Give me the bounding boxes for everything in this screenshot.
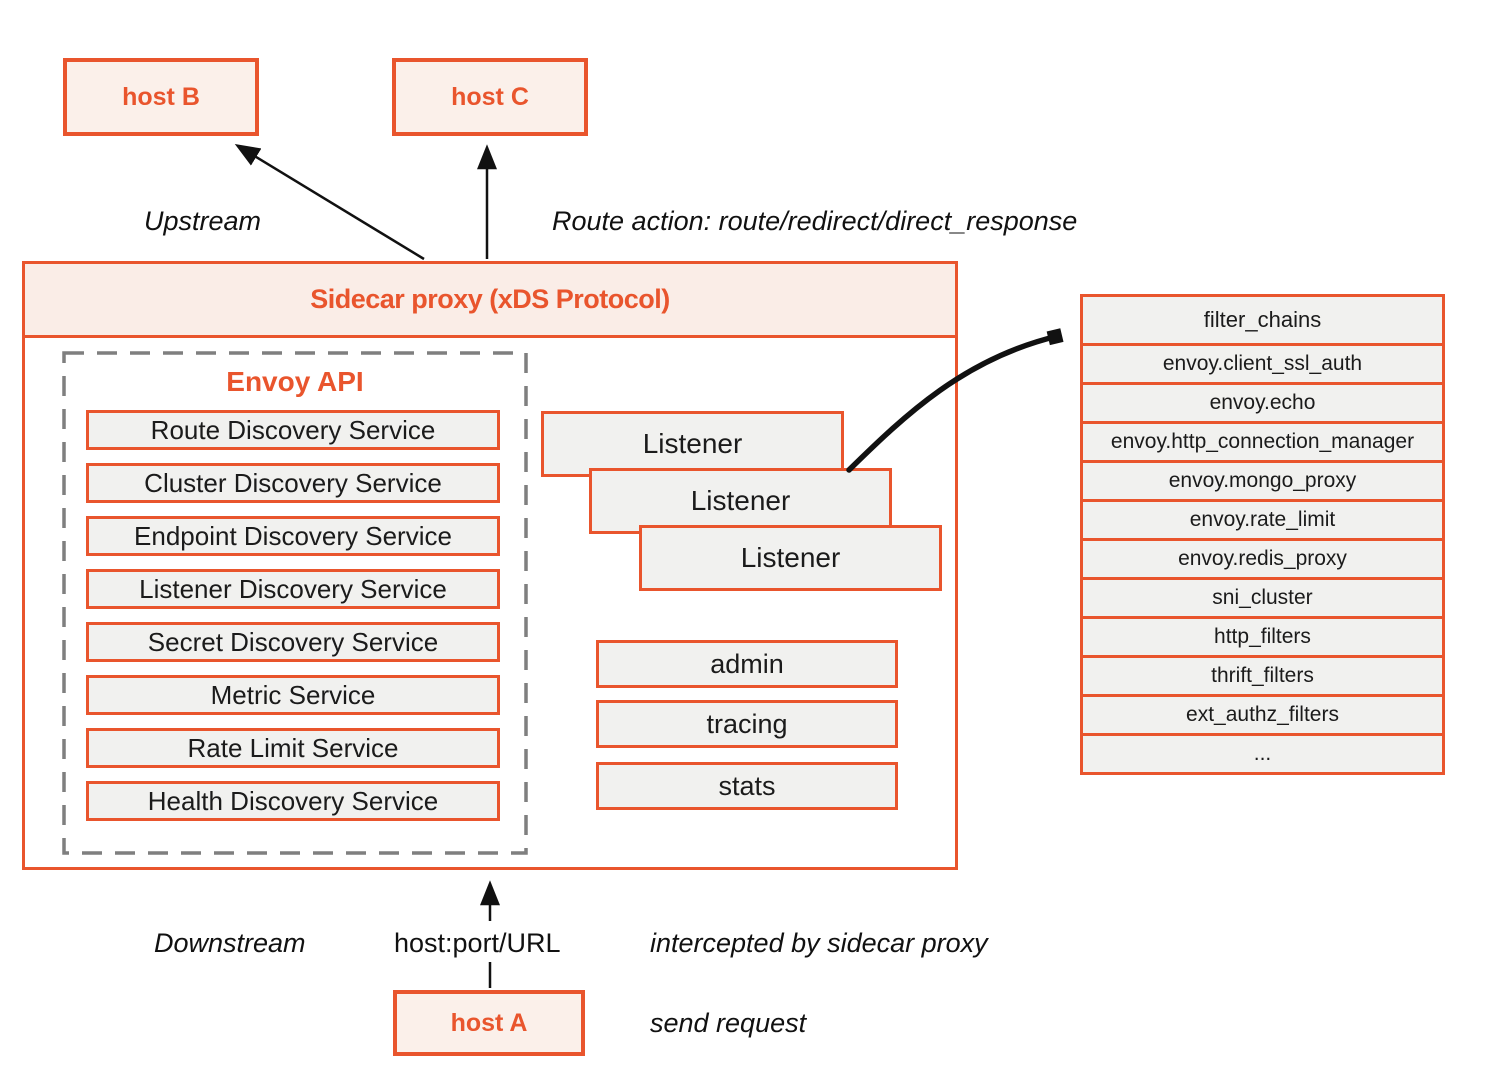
listener-box-1: Listener xyxy=(541,411,844,477)
filter-row-label: thrift_filters xyxy=(1211,664,1314,687)
service-secret-discovery: Secret Discovery Service xyxy=(86,622,500,662)
host-b-label: host B xyxy=(122,82,200,111)
host-port-url-label: host:port/URL xyxy=(394,928,561,958)
admin-box: admin xyxy=(596,640,898,688)
service-label: Rate Limit Service xyxy=(187,732,399,763)
filter-row-client-ssl-auth: envoy.client_ssl_auth xyxy=(1080,343,1445,385)
filter-row-sni-cluster: sni_cluster xyxy=(1080,577,1445,619)
host-c-label: host C xyxy=(451,82,529,111)
listener-label: Listener xyxy=(642,428,743,459)
filter-row-ellipsis: ... xyxy=(1080,733,1445,775)
filter-row-label: ... xyxy=(1253,742,1272,765)
tracing-box: tracing xyxy=(596,700,898,748)
service-label: Endpoint Discovery Service xyxy=(134,520,452,551)
listener-box-3: Listener xyxy=(639,525,942,591)
filter-row-rate-limit: envoy.rate_limit xyxy=(1080,499,1445,541)
service-label: Secret Discovery Service xyxy=(147,626,439,657)
filter-row-label: filter_chains xyxy=(1203,307,1322,332)
service-cluster-discovery: Cluster Discovery Service xyxy=(86,463,500,503)
host-c-box: host C xyxy=(392,58,588,136)
filter-row-http-filters: http_filters xyxy=(1080,616,1445,658)
service-route-discovery: Route Discovery Service xyxy=(86,410,500,450)
route-action-label: Route action: route/redirect/direct_resp… xyxy=(552,206,1078,236)
filter-row-label: envoy.client_ssl_auth xyxy=(1162,352,1363,375)
service-label: Route Discovery Service xyxy=(150,414,436,445)
filter-row-label: envoy.http_connection_manager xyxy=(1110,430,1415,453)
stats-box: stats xyxy=(596,762,898,810)
tracing-label: tracing xyxy=(706,708,788,739)
service-endpoint-discovery: Endpoint Discovery Service xyxy=(86,516,500,556)
service-metric: Metric Service xyxy=(86,675,500,715)
upstream-label: Upstream xyxy=(144,206,262,236)
service-health-discovery: Health Discovery Service xyxy=(86,781,500,821)
filter-row-http-connection-manager: envoy.http_connection_manager xyxy=(1080,421,1445,463)
service-rate-limit: Rate Limit Service xyxy=(86,728,500,768)
listener-label: Listener xyxy=(740,542,841,573)
filter-row-filter-chains: filter_chains xyxy=(1080,294,1445,346)
filter-row-label: sni_cluster xyxy=(1212,586,1313,609)
sidecar-proxy-header: Sidecar proxy (xDS Protocol) xyxy=(25,264,955,338)
filter-row-ext-authz-filters: ext_authz_filters xyxy=(1080,694,1445,736)
filter-row-label: envoy.echo xyxy=(1209,391,1316,414)
service-label: Listener Discovery Service xyxy=(139,573,447,604)
filter-row-label: envoy.redis_proxy xyxy=(1178,547,1347,570)
admin-label: admin xyxy=(710,648,784,679)
filter-row-label: http_filters xyxy=(1214,625,1311,648)
filter-row-label: ext_authz_filters xyxy=(1186,703,1339,726)
filter-row-thrift-filters: thrift_filters xyxy=(1080,655,1445,697)
send-request-label: send request xyxy=(650,1008,807,1038)
service-listener-discovery: Listener Discovery Service xyxy=(86,569,500,609)
service-label: Cluster Discovery Service xyxy=(144,467,442,498)
host-a-label: host A xyxy=(450,1008,528,1037)
filter-row-redis-proxy: envoy.redis_proxy xyxy=(1080,538,1445,580)
stats-label: stats xyxy=(718,770,776,801)
service-label: Health Discovery Service xyxy=(147,785,439,816)
downstream-label: Downstream xyxy=(154,928,306,958)
filter-row-echo: envoy.echo xyxy=(1080,382,1445,424)
filter-row-label: envoy.mongo_proxy xyxy=(1168,469,1357,492)
arrow-proxy-to-host-b xyxy=(234,144,425,261)
listener-label: Listener xyxy=(690,485,791,516)
host-b-box: host B xyxy=(63,58,259,136)
filter-row-label: envoy.rate_limit xyxy=(1189,508,1336,531)
envoy-api-title: Envoy API xyxy=(226,366,364,397)
filter-row-mongo-proxy: envoy.mongo_proxy xyxy=(1080,460,1445,502)
intercepted-label: intercepted by sidecar proxy xyxy=(650,928,988,958)
host-a-box: host A xyxy=(393,990,585,1056)
sidecar-proxy-title: Sidecar proxy (xDS Protocol) xyxy=(310,284,670,314)
service-label: Metric Service xyxy=(210,679,376,710)
filter-chains-table: filter_chains envoy.client_ssl_auth envo… xyxy=(1080,294,1445,775)
